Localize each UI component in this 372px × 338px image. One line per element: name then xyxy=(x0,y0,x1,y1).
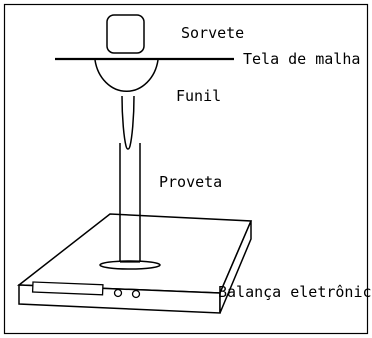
scale-display xyxy=(31,281,104,296)
label-funil: Funil xyxy=(176,87,222,105)
frame-border xyxy=(3,3,369,335)
label-proveta: Proveta xyxy=(159,173,223,191)
funnel-bowl xyxy=(94,59,159,92)
scale-top xyxy=(16,213,253,294)
ice-cream-block xyxy=(106,14,145,54)
scale-button-2 xyxy=(131,289,141,299)
funnel-stem xyxy=(121,95,135,150)
cylinder-base xyxy=(99,260,161,270)
label-sorvete: Sorvete xyxy=(181,24,245,42)
scale-side xyxy=(219,220,252,314)
label-balanca-eletronica: Balança eletrônica xyxy=(218,283,372,301)
scale-button-1 xyxy=(113,288,123,298)
label-tela-de-malha: Tela de malha xyxy=(243,50,361,68)
